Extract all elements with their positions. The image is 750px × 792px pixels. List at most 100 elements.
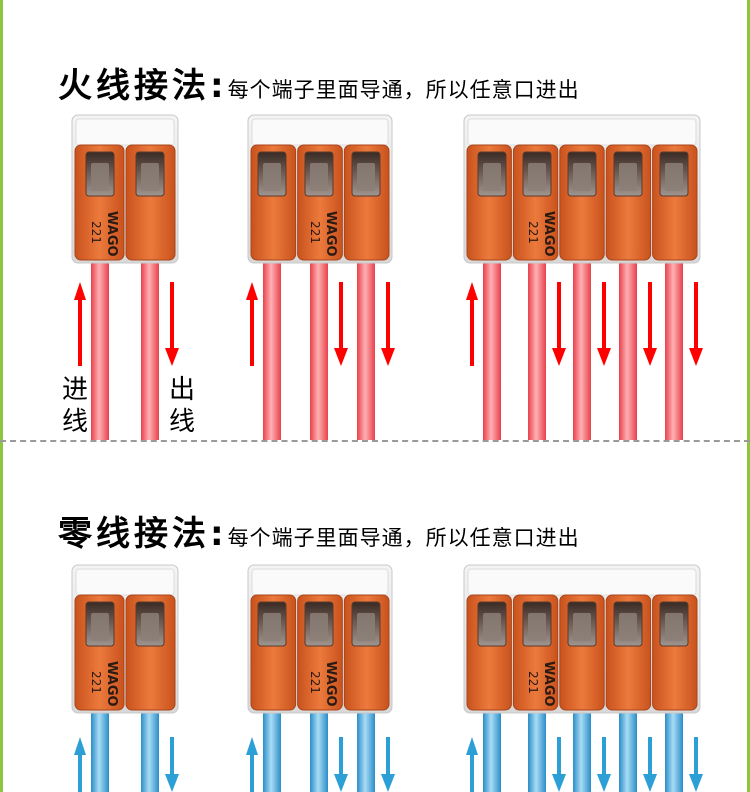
up-arrow-icon xyxy=(246,282,258,366)
arrow-shaft xyxy=(694,282,698,352)
lever-window-clip xyxy=(141,613,159,641)
model-text: 221 xyxy=(526,671,540,694)
arrow-shaft xyxy=(78,751,82,792)
arrow-head xyxy=(165,774,179,792)
down-arrow-icon xyxy=(165,282,179,366)
arrow-head xyxy=(74,737,86,755)
live-wire-separator: : xyxy=(210,66,228,106)
live-wire xyxy=(528,262,546,440)
arrow-head xyxy=(552,774,566,792)
arrow-shaft xyxy=(78,296,82,366)
model-text: 221 xyxy=(308,671,322,694)
lever-window-clip xyxy=(357,163,375,191)
down-arrow-icon xyxy=(597,737,611,792)
neutral-wire xyxy=(665,710,683,792)
down-arrow-icon xyxy=(165,737,179,792)
model-text: 221 xyxy=(89,221,103,244)
arrow-shaft xyxy=(386,737,390,778)
arrow-shaft xyxy=(557,737,561,778)
left-accent-border xyxy=(0,0,3,792)
live-wire xyxy=(91,262,109,440)
neutral-wire xyxy=(573,710,591,792)
lever-window-clip xyxy=(310,163,328,191)
connector-top xyxy=(251,568,389,596)
live-wire xyxy=(263,262,281,440)
down-arrow-icon xyxy=(597,282,611,366)
lever-window-clip xyxy=(357,613,375,641)
neutral-wire xyxy=(528,710,546,792)
lever-window-clip xyxy=(483,613,501,641)
out-wire-label: 出 线 xyxy=(167,374,197,438)
out-wire-label-char2: 线 xyxy=(168,407,195,437)
up-arrow-icon xyxy=(74,737,86,792)
lever-window-clip xyxy=(665,613,683,641)
arrow-head xyxy=(597,774,611,792)
arrow-head xyxy=(334,774,348,792)
neutral-wire-title: 零线接法 xyxy=(58,514,210,554)
right-accent-border xyxy=(747,0,750,792)
live-wire xyxy=(573,262,591,440)
arrow-head xyxy=(165,348,179,366)
lever-window-clip xyxy=(528,613,546,641)
up-arrow-icon xyxy=(246,737,258,792)
neutral-wire-description: 每个端子里面导通，所以任意口进出 xyxy=(227,526,580,550)
in-wire-label-char1: 进 xyxy=(61,375,88,405)
up-arrow-icon xyxy=(466,282,478,366)
lever-window-clip xyxy=(619,163,637,191)
down-arrow-icon xyxy=(334,282,348,366)
lever-window-clip xyxy=(141,163,159,191)
arrow-head xyxy=(552,348,566,366)
down-arrow-icon xyxy=(689,737,703,792)
down-arrow-icon xyxy=(552,282,566,366)
connector-top xyxy=(75,118,175,146)
arrow-head xyxy=(689,774,703,792)
down-arrow-icon xyxy=(381,737,395,792)
lever-window-clip xyxy=(263,613,281,641)
connector-top xyxy=(251,118,389,146)
lever-window-clip xyxy=(528,163,546,191)
live-wire xyxy=(141,262,159,440)
lever-window-clip xyxy=(91,613,109,641)
arrow-shaft xyxy=(170,737,174,778)
arrow-shaft xyxy=(648,737,652,778)
brand-text: WAGO xyxy=(104,211,119,257)
model-text: 221 xyxy=(89,671,103,694)
connector-top xyxy=(75,568,175,596)
connector-top xyxy=(467,568,697,596)
arrow-head xyxy=(381,774,395,792)
lever-window-clip xyxy=(263,163,281,191)
arrow-head xyxy=(74,282,86,300)
neutral-wire xyxy=(357,710,375,792)
arrow-shaft xyxy=(470,296,474,366)
arrow-head xyxy=(466,282,478,300)
model-text: 221 xyxy=(526,221,540,244)
live-wire-title: 火线接法 xyxy=(58,66,210,106)
arrow-shaft xyxy=(602,737,606,778)
neutral-wire-separator: : xyxy=(210,514,228,554)
neutral-wire xyxy=(619,710,637,792)
in-wire-label-char2: 线 xyxy=(61,407,88,437)
neutral-wire xyxy=(263,710,281,792)
down-arrow-icon xyxy=(643,737,657,792)
arrow-head xyxy=(643,774,657,792)
arrow-head xyxy=(643,348,657,366)
model-text: 221 xyxy=(308,221,322,244)
down-arrow-icon xyxy=(552,737,566,792)
up-arrow-icon xyxy=(74,282,86,366)
in-wire-label: 进 线 xyxy=(60,374,90,438)
arrow-shaft xyxy=(602,282,606,352)
arrow-shaft xyxy=(170,282,174,352)
live-wire xyxy=(665,262,683,440)
arrow-shaft xyxy=(339,282,343,352)
neutral-wire-heading: 零线接法:每个端子里面导通，所以任意口进出 xyxy=(58,506,580,555)
down-arrow-icon xyxy=(643,282,657,366)
arrow-head xyxy=(381,348,395,366)
connector-top xyxy=(467,118,697,146)
lever-window-clip xyxy=(619,613,637,641)
